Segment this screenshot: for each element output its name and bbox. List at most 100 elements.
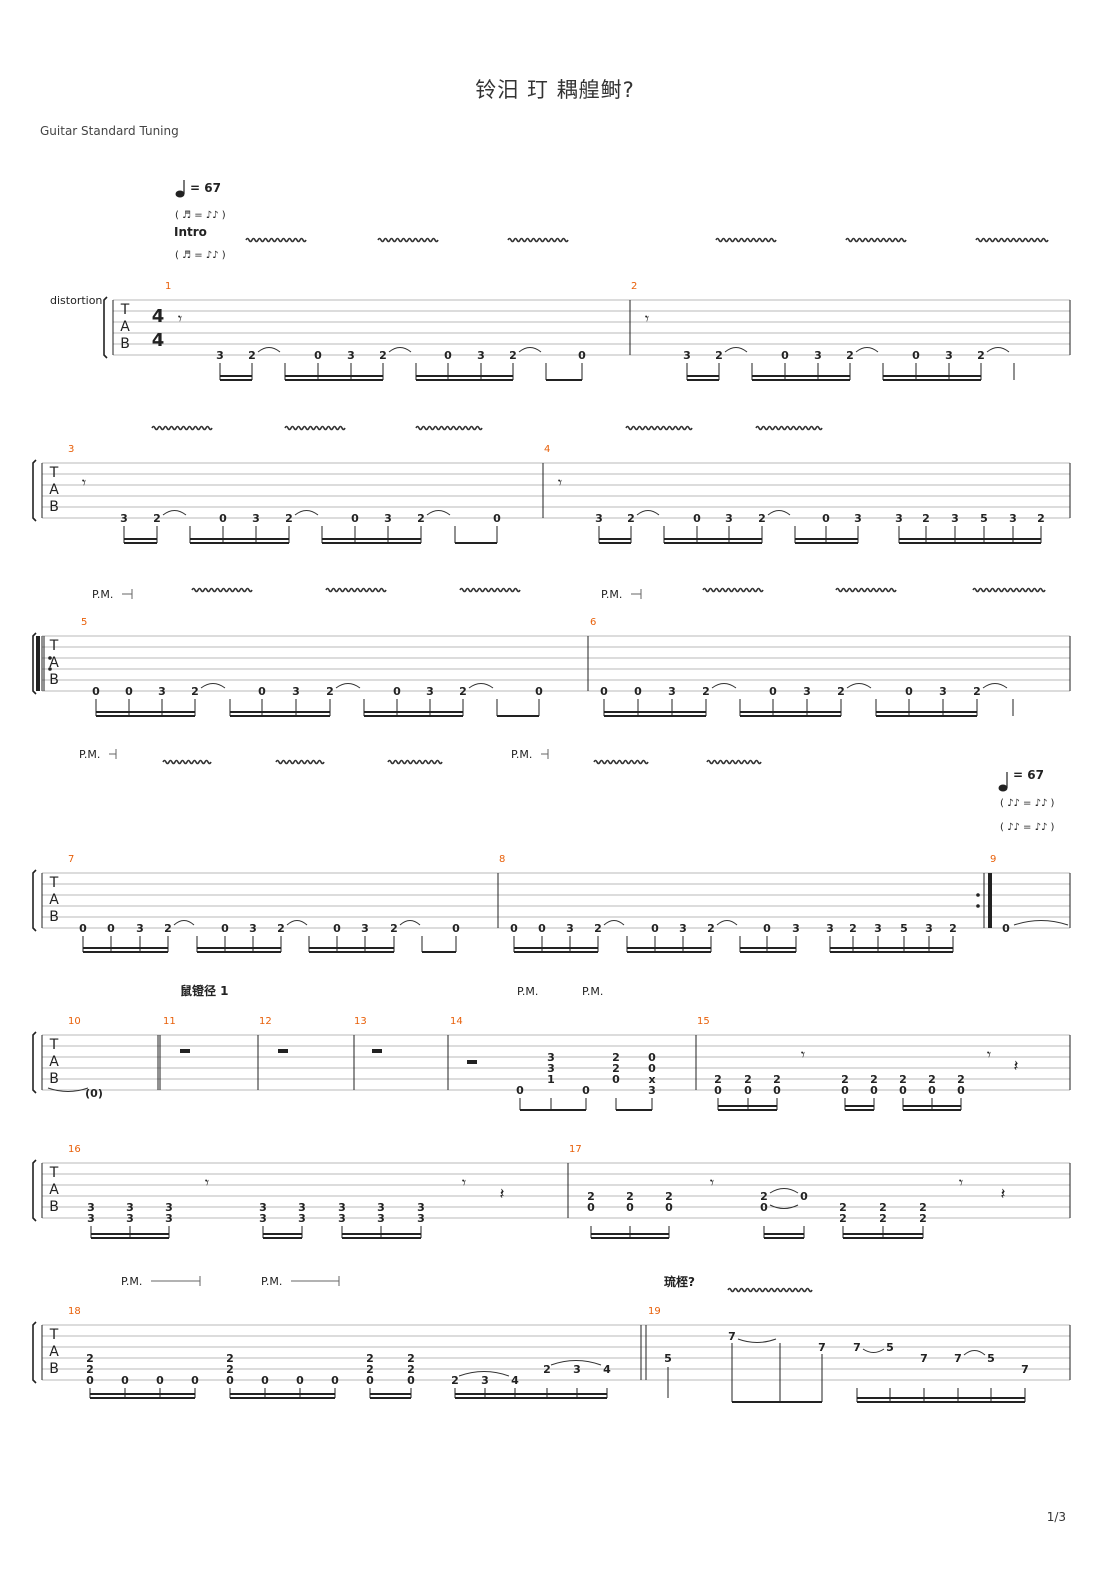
tab-note: 0	[393, 685, 401, 698]
tab-note: 0	[587, 1201, 595, 1214]
tab-letter-a: A	[49, 655, 59, 671]
tab-letter-a: A	[120, 319, 130, 335]
tie-arc	[855, 347, 879, 353]
palm-mute-label: P.M.	[582, 985, 603, 998]
tab-note: 3	[874, 922, 882, 935]
vibrato-mark	[377, 237, 439, 243]
tab-letter-t: T	[49, 1037, 59, 1053]
tab-note: 2	[407, 1352, 415, 1365]
repeat-dot	[976, 893, 980, 897]
tab-note: 0	[219, 512, 227, 525]
tab-note: 7	[920, 1352, 928, 1365]
tab-note: 3	[361, 922, 369, 935]
tab-note: 0	[870, 1084, 878, 1097]
tie-arc	[162, 510, 187, 516]
tab-note: 3	[481, 1374, 489, 1387]
tab-note: 4	[511, 1374, 519, 1387]
tab-note: 0	[407, 1374, 415, 1387]
tab-note: 0	[535, 685, 543, 698]
vibrato-mark	[162, 759, 212, 765]
tab-letter-b: B	[49, 1071, 59, 1087]
tab-note: 0	[493, 512, 501, 525]
vibrato-mark	[727, 1287, 813, 1293]
tab-note: 7	[853, 1341, 861, 1354]
eighth-rest: 𝄾	[462, 1173, 466, 1192]
tab-note: x	[648, 1073, 655, 1086]
tab-note: 0	[296, 1374, 304, 1387]
vibrato-mark	[325, 587, 387, 593]
vibrato-mark	[191, 587, 253, 593]
tab-note: 7	[954, 1352, 962, 1365]
tab-note: 2	[839, 1201, 847, 1214]
tab-note: 3	[120, 512, 128, 525]
vibrato-mark	[845, 237, 907, 243]
tab-note: 5	[664, 1352, 672, 1365]
tab-note: 0	[899, 1084, 907, 1097]
eighth-rest: 𝄾	[710, 1173, 714, 1192]
tab-note: 3	[338, 1212, 346, 1225]
tab-letter-t: T	[120, 302, 130, 318]
repeat-dot	[48, 656, 52, 660]
tab-letter-a: A	[49, 1344, 59, 1360]
tab-note: 3	[87, 1201, 95, 1214]
system-bracket	[32, 1159, 37, 1222]
tab-note: 0	[538, 922, 546, 935]
vibrato-mark	[715, 237, 777, 243]
tab-note: 3	[547, 1051, 555, 1064]
tie-arc	[388, 347, 412, 353]
track-name: distortion	[50, 294, 102, 307]
measure-number: 5	[81, 617, 87, 628]
palm-mute-label: P.M.	[121, 1275, 142, 1288]
measure-number: 14	[450, 1016, 463, 1027]
quarter-rest: 𝄽	[1001, 1184, 1006, 1203]
tab-note: 0	[626, 1201, 634, 1214]
tab-note: 3	[426, 685, 434, 698]
tab-note: 3	[648, 1084, 656, 1097]
measure-number: 16	[68, 1144, 81, 1155]
measure-number: 11	[163, 1016, 176, 1027]
tab-note: 0	[226, 1374, 234, 1387]
tab-note: 3	[945, 349, 953, 362]
tab-note: 0	[191, 1374, 199, 1387]
tab-note: 3	[252, 512, 260, 525]
quarter-rest: 𝄽	[500, 1184, 505, 1203]
tab-note: 5	[987, 1352, 995, 1365]
tab-note: 2	[191, 685, 199, 698]
tab-note: 2	[899, 1073, 907, 1086]
tab-letter-b: B	[49, 1199, 59, 1215]
tab-note: 2	[366, 1352, 374, 1365]
tab-note: 3	[384, 512, 392, 525]
tab-letter-a: A	[49, 482, 59, 498]
tab-note: 0	[763, 922, 771, 935]
tie-arc	[550, 1360, 602, 1366]
tab-note: 2	[543, 1363, 551, 1376]
tab-note: 2	[226, 1363, 234, 1376]
vibrato-mark	[835, 587, 897, 593]
tab-note: 3	[725, 512, 733, 525]
tab-note: 0	[822, 512, 830, 525]
vibrato-mark	[245, 237, 307, 243]
tab-note: 2	[707, 922, 715, 935]
quarter-note-head	[998, 784, 1008, 792]
tab-note: 2	[919, 1212, 927, 1225]
tab-letter-a: A	[49, 1054, 59, 1070]
tab-note: 2	[612, 1062, 620, 1075]
tab-note: 7	[1021, 1363, 1029, 1376]
tie-arc	[737, 1338, 777, 1343]
tab-note: 3	[939, 685, 947, 698]
tab-note: 0	[693, 512, 701, 525]
repeat-dot	[48, 667, 52, 671]
tab-note: 7	[818, 1341, 826, 1354]
tab-note: 0	[107, 922, 115, 935]
tab-note: 2	[459, 685, 467, 698]
tab-note: 0	[841, 1084, 849, 1097]
tab-note: 2	[977, 349, 985, 362]
vibrato-mark	[387, 759, 443, 765]
tab-note: 0	[221, 922, 229, 935]
tab-note: 1	[547, 1073, 555, 1086]
tab-letter-b: B	[49, 1361, 59, 1377]
tab-note: 3	[158, 685, 166, 698]
tab-note: 3	[298, 1201, 306, 1214]
tab-note: 3	[298, 1212, 306, 1225]
tab-note: 0	[1002, 922, 1010, 935]
